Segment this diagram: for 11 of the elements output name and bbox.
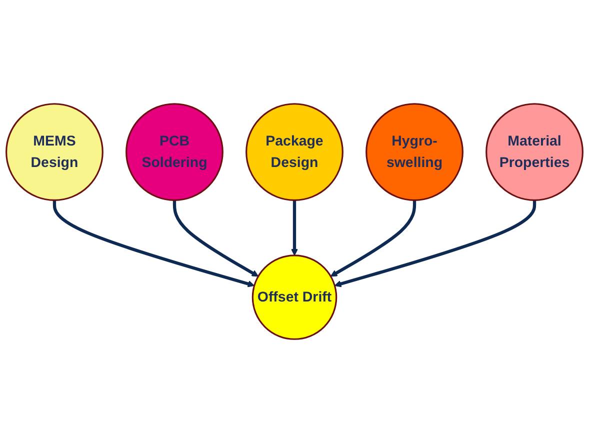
node-circle: MEMS Design [6,103,104,201]
node-circle: Offset Drift [252,254,338,340]
node-circle: Hygro- swelling [366,103,464,201]
arrow [330,200,416,277]
node-circle: Material Properties [486,103,584,201]
arrow [172,200,259,277]
node-circle: PCB Soldering [126,103,224,201]
arrow [334,200,536,288]
node-circle: Package Design [246,103,344,201]
arrow [291,200,298,256]
arrow [52,200,255,288]
